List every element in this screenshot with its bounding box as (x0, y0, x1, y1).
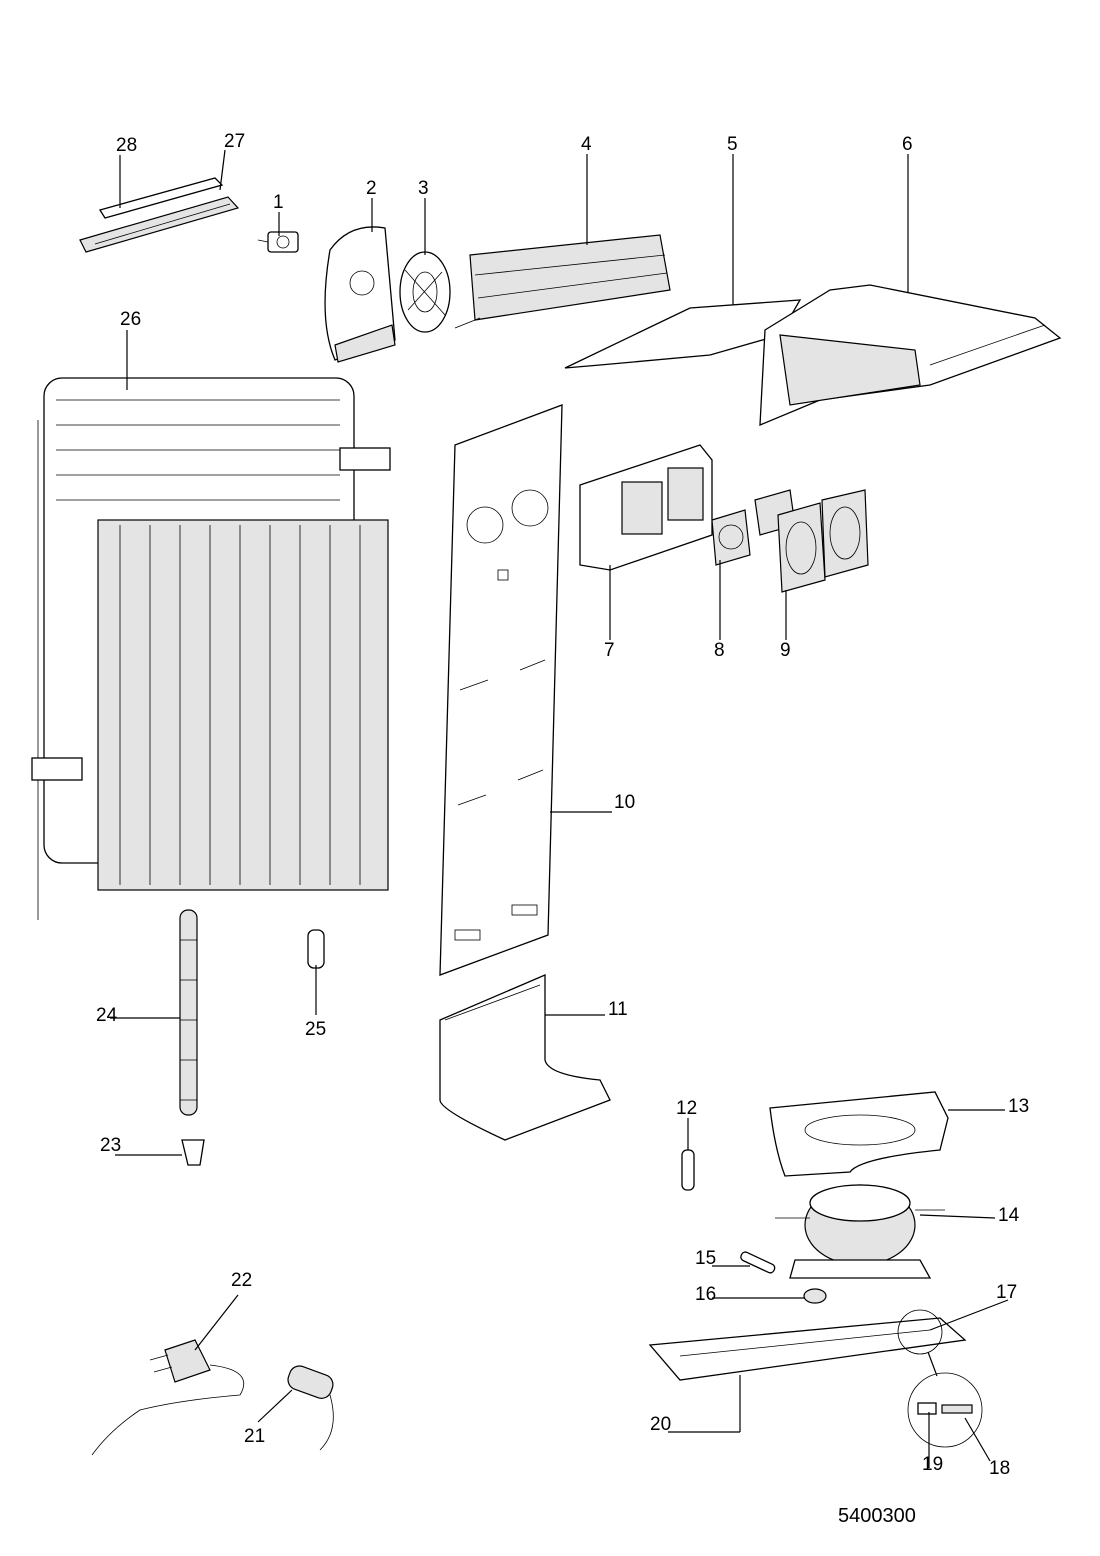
callout-5: 5 (727, 134, 738, 155)
callout-14: 14 (998, 1205, 1020, 1226)
part-2-fan-shroud (324, 226, 396, 363)
drawing-code: 5400300 (838, 1505, 916, 1527)
callout-24: 24 (96, 1005, 118, 1026)
part-9-fan-grilles (777, 489, 869, 593)
part-3-fan-wheel (399, 251, 451, 333)
part-25-drier (307, 929, 325, 969)
part-15-bracket (740, 1251, 776, 1274)
callout-16: 16 (695, 1284, 716, 1305)
callout-7: 7 (604, 640, 615, 661)
callout-1: 1 (273, 192, 284, 213)
part-26-condenser (31, 377, 391, 920)
part-12-pin (681, 1149, 695, 1191)
callout-6: 6 (902, 134, 913, 155)
callout-17: 17 (996, 1282, 1017, 1303)
callout-19: 19 (922, 1454, 943, 1475)
part-6-air-duct (759, 284, 1062, 426)
part-1-thermostat (257, 231, 299, 253)
part-10-back-panel (439, 404, 563, 976)
part-16-grommet (803, 1288, 827, 1304)
callout-15: 15 (695, 1248, 716, 1269)
callout-2: 2 (366, 178, 377, 199)
callout-28: 28 (116, 135, 137, 156)
part-11-rear-cover (439, 974, 611, 1141)
callout-11: 11 (608, 999, 628, 1020)
part-21-capacitor (287, 1365, 334, 1451)
callout-26: 26 (120, 309, 141, 330)
callout-12: 12 (676, 1098, 697, 1119)
callout-27: 27 (224, 131, 245, 152)
leader-lines (110, 149, 1009, 1468)
part-27-28-rails (79, 177, 240, 253)
part-7-fan-housing (579, 444, 713, 571)
callout-8: 8 (714, 640, 725, 661)
part-20-base-plate (648, 1309, 967, 1381)
callout-20: 20 (650, 1414, 671, 1435)
part-13-compressor-tray (769, 1091, 949, 1177)
callout-10: 10 (614, 792, 635, 813)
part-24-drain-hose (179, 909, 198, 1116)
callout-labels: 1 2 3 4 5 6 7 8 9 10 11 12 13 14 15 16 1… (96, 131, 1029, 1527)
callout-18: 18 (989, 1458, 1010, 1479)
part-23-hose-end (181, 1139, 205, 1166)
part-14-compressor (775, 1184, 945, 1279)
callout-4: 4 (581, 134, 592, 155)
callout-13: 13 (1008, 1096, 1029, 1117)
callout-22: 22 (231, 1270, 252, 1291)
callout-21: 21 (244, 1426, 265, 1447)
part-18-19-detail (907, 1372, 983, 1448)
part-4-evaporator (454, 234, 671, 329)
callout-3: 3 (418, 178, 429, 199)
callout-25: 25 (305, 1019, 326, 1040)
callout-9: 9 (780, 640, 791, 661)
part-22-power-cord (91, 1339, 245, 1456)
callout-23: 23 (100, 1135, 121, 1156)
